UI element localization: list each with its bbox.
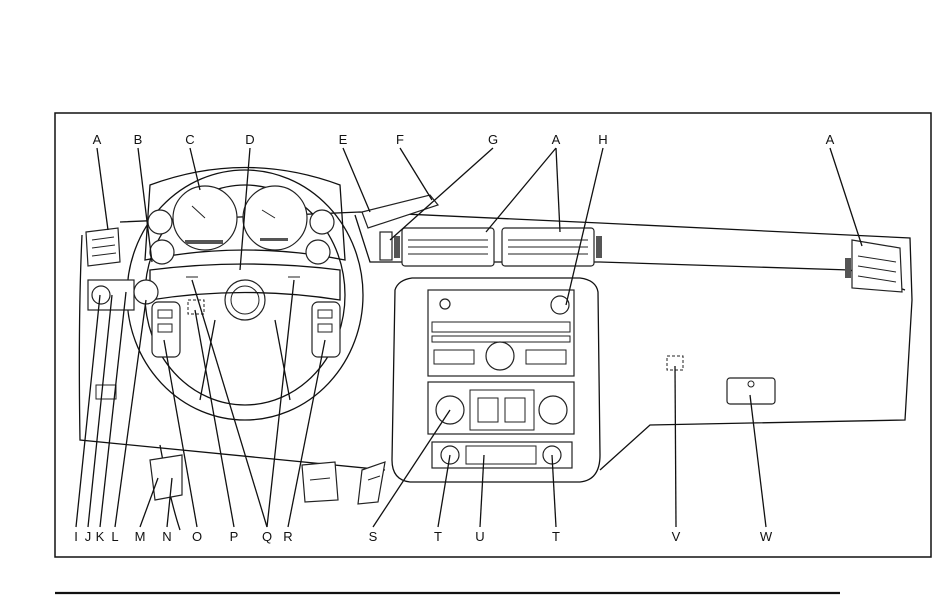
- left-controls: [86, 228, 158, 399]
- label-m: M: [135, 529, 146, 544]
- label-q: Q: [262, 529, 272, 544]
- label-d: D: [245, 132, 254, 147]
- label-u: U: [475, 529, 484, 544]
- label-b: B: [134, 132, 143, 147]
- label-a-center: A: [552, 132, 561, 147]
- label-t-left: T: [434, 529, 442, 544]
- label-f: F: [396, 132, 404, 147]
- label-a-left: A: [93, 132, 102, 147]
- label-t-right: T: [552, 529, 560, 544]
- label-w: W: [760, 529, 773, 544]
- label-n: N: [162, 529, 171, 544]
- label-l: L: [111, 529, 118, 544]
- label-r: R: [283, 529, 292, 544]
- label-a-right: A: [826, 132, 835, 147]
- label-p: P: [230, 529, 239, 544]
- label-v: V: [672, 529, 681, 544]
- label-s: S: [369, 529, 378, 544]
- label-c: C: [185, 132, 194, 147]
- label-g: G: [488, 132, 498, 147]
- label-i: I: [74, 529, 78, 544]
- label-e: E: [339, 132, 348, 147]
- right-vent-and-glovebox: [667, 240, 902, 404]
- label-h: H: [598, 132, 607, 147]
- label-k: K: [96, 529, 105, 544]
- label-o: O: [192, 529, 202, 544]
- center-air-vents: [394, 228, 602, 266]
- label-j: J: [85, 529, 92, 544]
